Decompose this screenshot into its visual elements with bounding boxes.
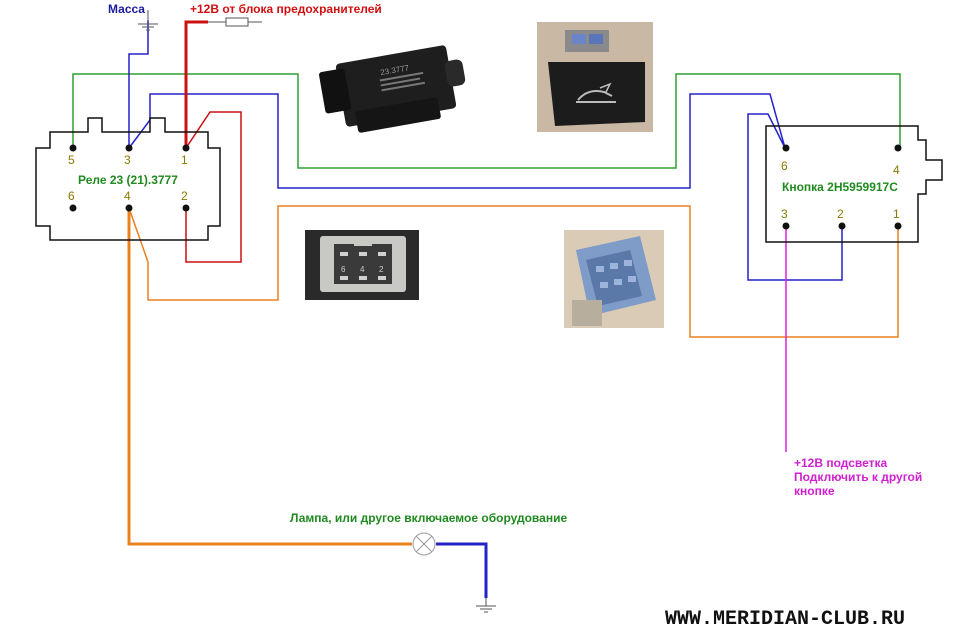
wire-darkblue-button	[747, 113, 843, 281]
backlight-label-3: кнопке	[794, 484, 835, 498]
relay-label: Реле 23 (21).3777	[78, 173, 178, 187]
button-label: Кнопка 2H5959917C	[782, 180, 898, 194]
wire-ground-blue	[128, 20, 149, 148]
wire-orange-lamp	[127, 208, 412, 546]
lamp-icon	[412, 532, 436, 556]
relay-connector-photo: 6 4 2	[305, 230, 419, 300]
relay-outline	[35, 117, 221, 241]
connector-pin-b: 4	[360, 265, 365, 274]
button-connector-photo	[564, 230, 664, 328]
relay-pin-4: 4	[124, 189, 131, 203]
relay-pin-2: 2	[181, 189, 188, 203]
fuse-icon	[225, 17, 249, 27]
backlight-label-2: Подключить к другой	[794, 470, 922, 484]
button-pin-labels: 6 4 3 2 1	[781, 159, 900, 221]
wire-blue-lamp-ground	[436, 542, 488, 598]
button-pin-2: 2	[837, 207, 844, 221]
supply-label: +12В от блока предохранителей	[190, 2, 382, 16]
relay-pin-labels: 5 3 1 6 4 2	[68, 153, 188, 203]
connector-pin-a: 6	[341, 265, 346, 274]
backlight-label-1: +12В подсветка	[794, 456, 888, 470]
lamp-label: Лампа, или другое включаемое оборудовани…	[290, 511, 567, 525]
wire-blue	[128, 93, 786, 189]
relay-pin-5: 5	[68, 153, 75, 167]
button-pin-4: 4	[893, 163, 900, 177]
relay-pin-1: 1	[181, 153, 188, 167]
ground-bottom-icon	[476, 598, 496, 613]
relay-photo: 23.3777	[319, 45, 466, 133]
wire-red-loop	[185, 111, 242, 263]
connector-pin-c: 2	[379, 265, 384, 274]
ground-label: Масса	[108, 2, 145, 16]
relay-pin-6: 6	[68, 189, 75, 203]
website-label: WWW.MERIDIAN-CLUB.RU	[665, 608, 905, 631]
button-outline	[765, 125, 943, 243]
button-pin-1: 1	[893, 207, 900, 221]
wire-orange-thin	[128, 205, 899, 338]
button-pins	[782, 144, 902, 230]
wire-red-supply	[184, 20, 208, 148]
wire-green	[72, 73, 901, 169]
relay-pins	[69, 144, 190, 212]
button-photo	[537, 22, 653, 132]
button-pin-6: 6	[781, 159, 788, 173]
relay-pin-3: 3	[124, 153, 131, 167]
ground-top-icon	[138, 10, 158, 31]
button-pin-3: 3	[781, 207, 788, 221]
